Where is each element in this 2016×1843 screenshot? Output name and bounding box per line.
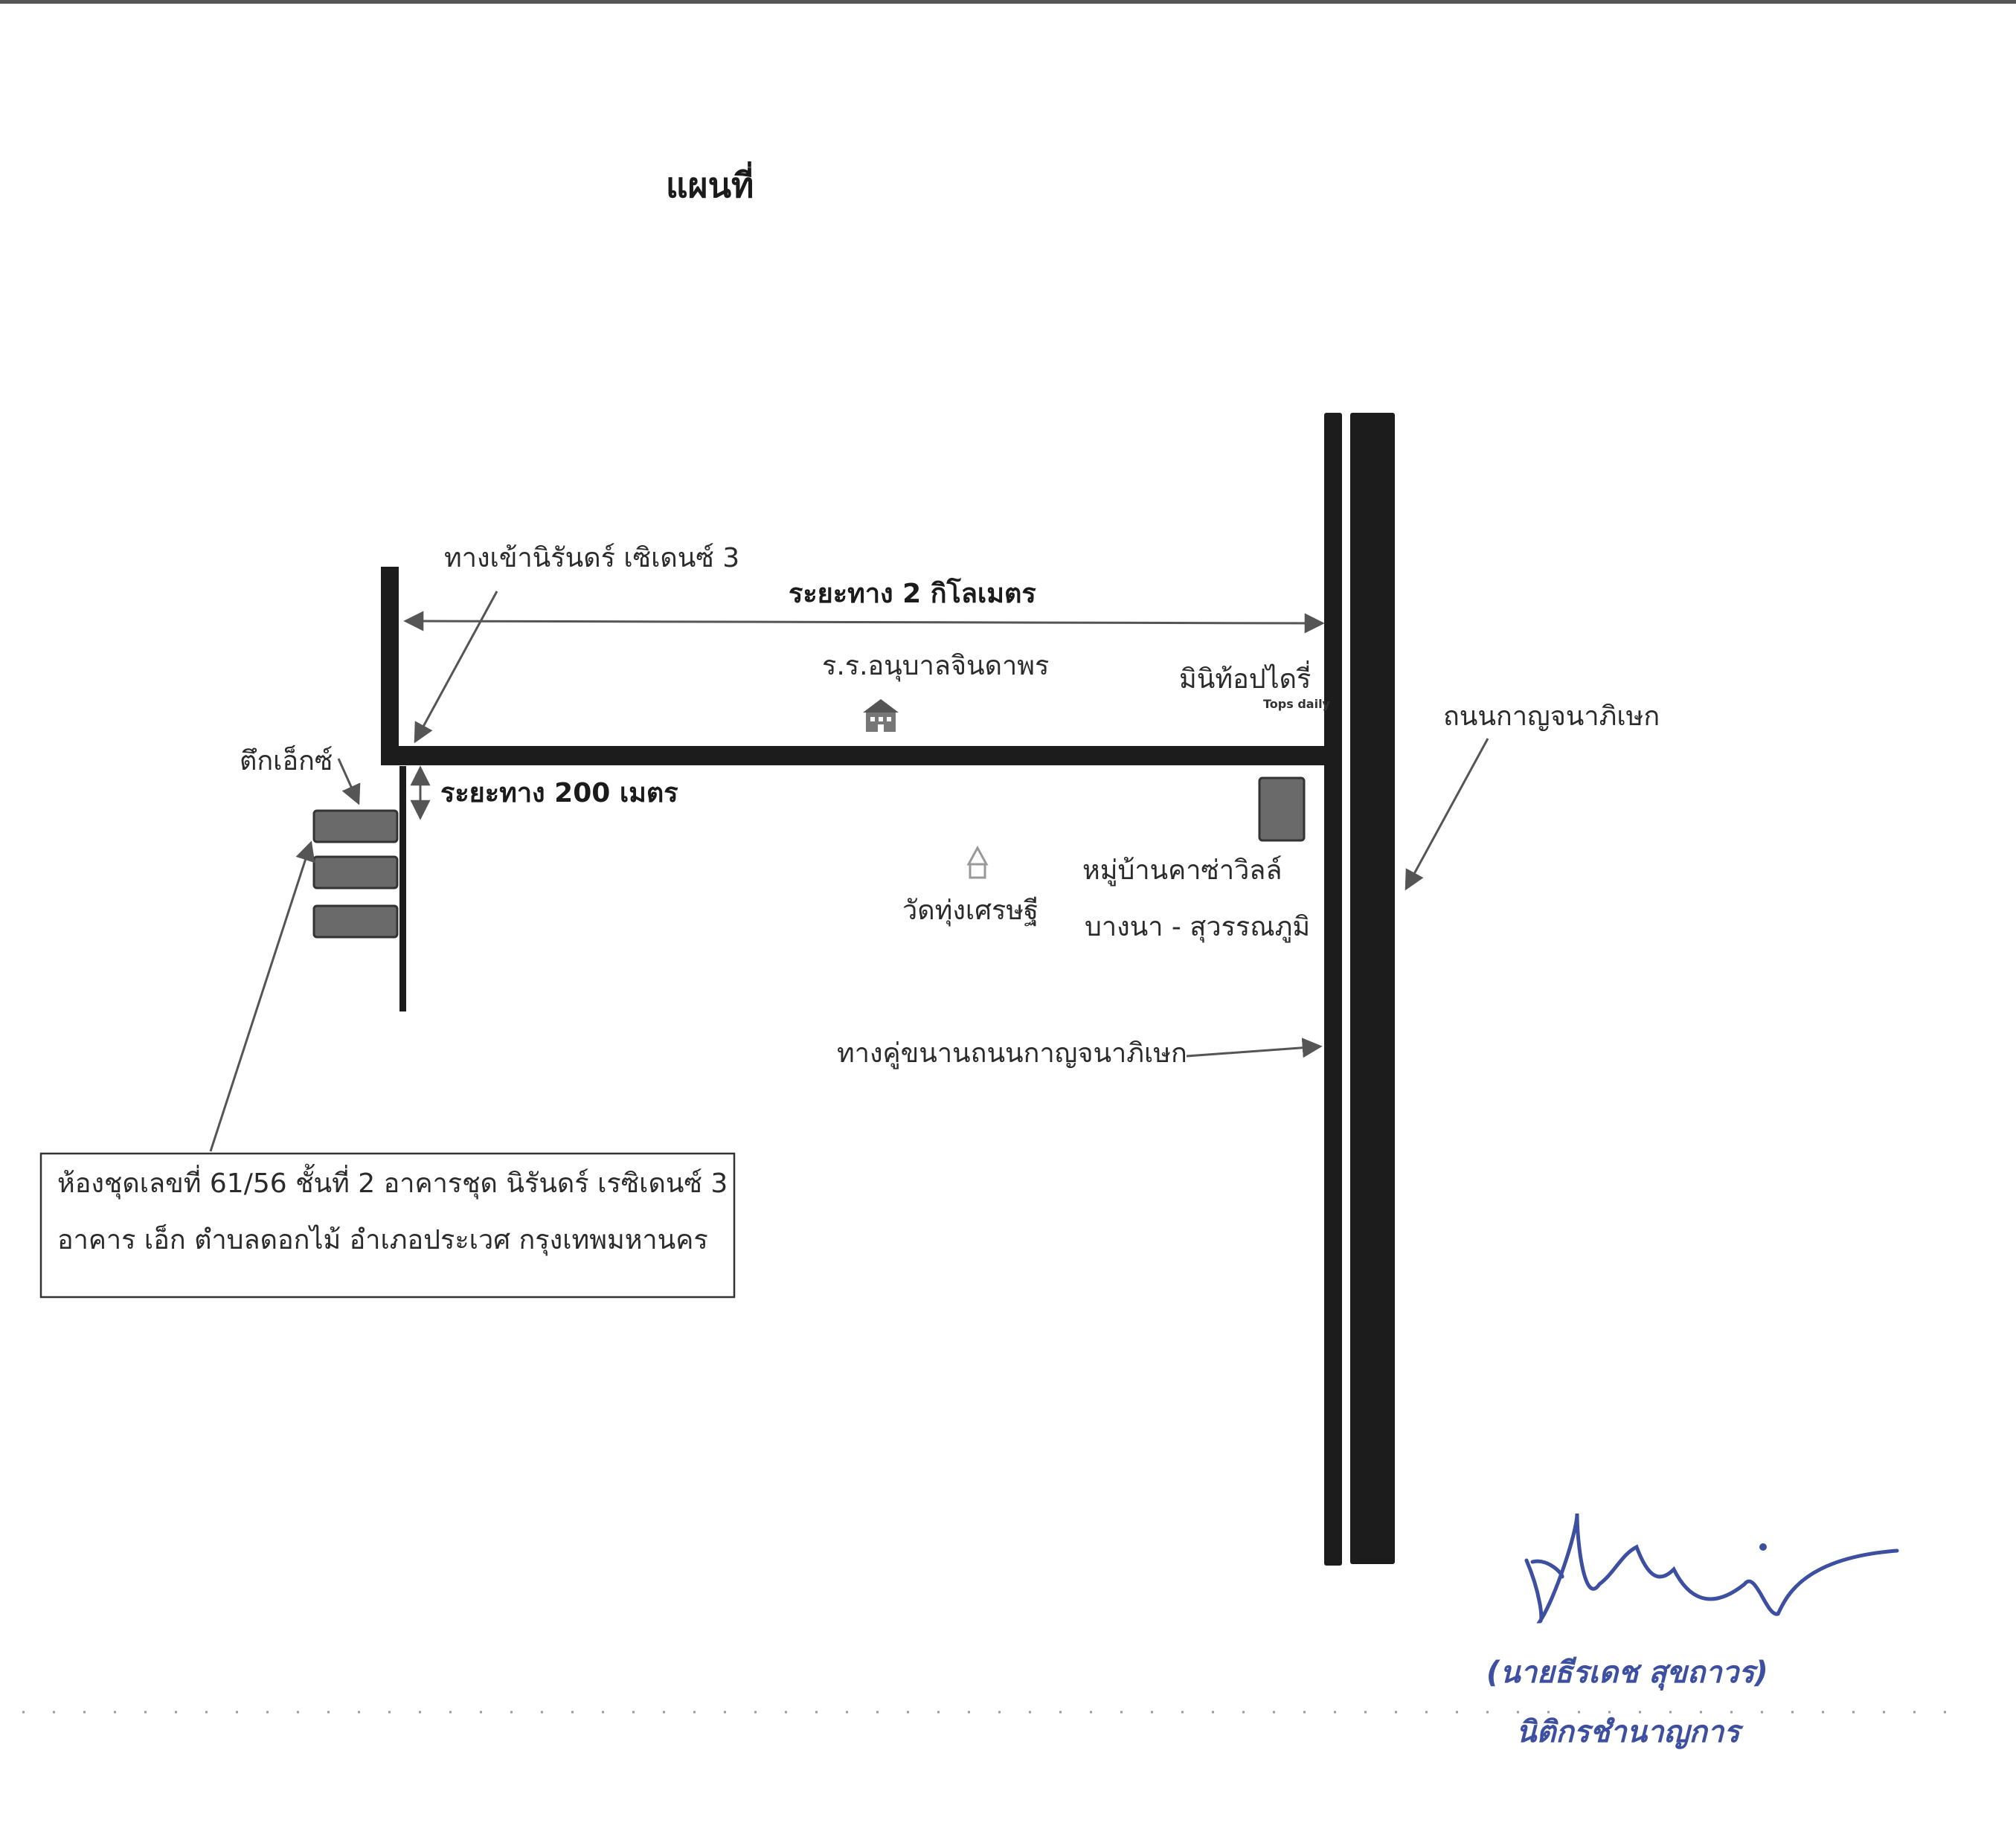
signature-stroke — [1530, 1559, 1564, 1579]
address-line1: ห้องชุดเลขที่ 61/56 ชั้นที่ 2 อาคารชุด น… — [57, 1163, 728, 1200]
building-block — [312, 809, 399, 843]
address-box — [39, 1152, 736, 1299]
frontage-road — [1324, 413, 1342, 1566]
school-icon — [863, 699, 899, 732]
distance-main-label: ระยะทาง 2 กิโลเมตร — [789, 577, 1036, 609]
temple-icon — [966, 845, 989, 879]
distance-arrow-2km — [403, 611, 1325, 634]
building-block — [312, 855, 399, 890]
village-label-line2: บางนา - สุวรรณภูมิ — [1085, 912, 1310, 943]
scan-top-border — [0, 0, 2016, 4]
village-label-line1: หมู่บ้านคาซ่าวิลล์ — [1082, 855, 1282, 887]
map-title: แผนที่ — [666, 161, 754, 205]
distance-short-label: ระยะทาง 200 เมตร — [440, 778, 678, 808]
temple-label: วัดทุ่งเศรษฐี — [902, 895, 1039, 927]
building-x-arrow — [337, 758, 361, 805]
entrance-arrow — [414, 591, 498, 744]
entrance-label: ทางเข้านิรันดร์ เซิเดนซ์ 3 — [444, 543, 739, 573]
building-x — [312, 809, 399, 939]
address-arrow — [209, 840, 315, 1152]
main-road — [1350, 413, 1395, 1564]
signature-scribble — [1524, 1513, 1899, 1624]
signatory-name: (นายธีรเดช สุขถาวร) — [1486, 1656, 1768, 1691]
main-road-label: ถนนกาญจนาภิเษก — [1443, 701, 1660, 732]
signature-dot — [1759, 1543, 1767, 1551]
access-road-vertical — [381, 567, 399, 765]
svg-text:Tops daily: Tops daily — [1263, 697, 1331, 711]
access-road — [381, 746, 1329, 765]
frontage-road-arrow — [1186, 1038, 1323, 1058]
main-road-arrow — [1405, 738, 1489, 891]
building-x-label: ตึกเอ็กซ์ — [240, 744, 333, 776]
tops-daily-logo: Tops daily — [1263, 697, 1331, 711]
building-block — [312, 904, 399, 939]
school-label: ร.ร.อนุบาลจินดาพร — [822, 651, 1049, 682]
signatory-position: นิติกรชำนาญการ — [1516, 1715, 1744, 1749]
minimart-label: มินิท้อปไดรี่ — [1179, 660, 1311, 695]
lane-vertical — [399, 766, 406, 1011]
address-line2: อาคาร เอ็ก ตำบลดอกไม้ อำเภอประเวศ กรุงเท… — [57, 1223, 708, 1256]
frontage-road-label: ทางคู่ขนานถนนกาญจนาภิเษก — [837, 1038, 1187, 1070]
village-building — [1258, 776, 1306, 842]
